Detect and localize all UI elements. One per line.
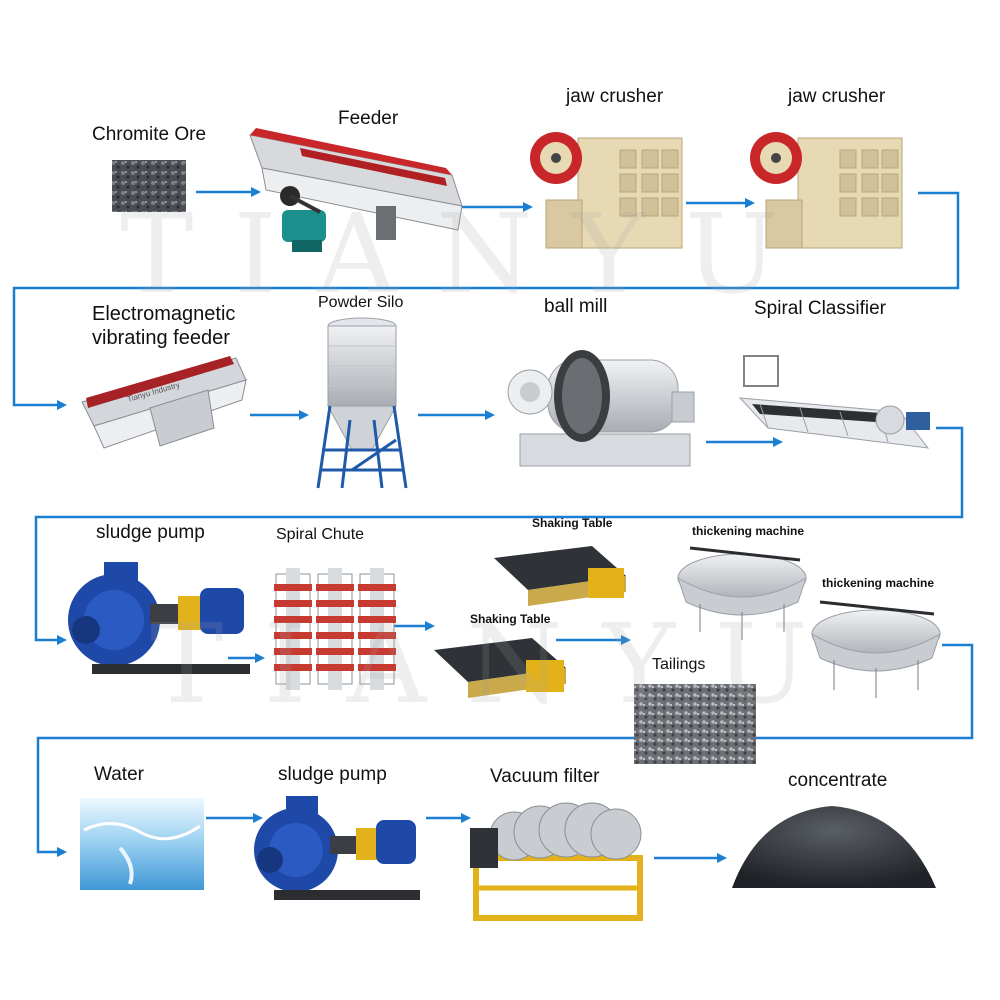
label-ball-mill: ball mill <box>544 296 608 317</box>
label-jaw-crusher-2: jaw crusher <box>788 86 886 107</box>
vacuum-filter-machine <box>470 802 643 921</box>
thickening-machine-2 <box>811 600 941 698</box>
step-arrows <box>196 187 783 863</box>
jaw-crusher-2 <box>750 132 903 249</box>
label-shaking-table-2: Shaking Table <box>470 612 551 626</box>
label-water: Water <box>94 764 144 785</box>
label-thickening-machine-2: thickening machine <box>822 576 935 590</box>
shaking-table-2 <box>434 638 566 698</box>
label-powder-silo: Powder Silo <box>318 294 404 311</box>
sludge-pump-2 <box>254 796 420 900</box>
label-sludge-pump-1: sludge pump <box>96 522 205 543</box>
flow-connectors <box>12 191 974 857</box>
shaking-table-1 <box>494 546 626 606</box>
thickening-machine-1 <box>677 546 807 640</box>
concentrate-image <box>732 806 936 888</box>
tailings-image <box>634 684 756 764</box>
label-spiral-classifier: Spiral Classifier <box>754 298 886 319</box>
spiral-classifier-machine <box>738 355 930 449</box>
sludge-pump-1 <box>68 562 250 674</box>
label-shaking-table-1: Shaking Table <box>532 516 613 530</box>
label-thickening-machine-1: thickening machine <box>692 524 805 538</box>
label-electromagnetic-vibrating-feeder: Electromagnetic vibrating feeder <box>92 303 236 349</box>
label-concentrate: concentrate <box>788 770 888 791</box>
spiral-chute-machine <box>274 568 396 690</box>
label-spiral-chute: Spiral Chute <box>276 526 365 543</box>
label-tailings: Tailings <box>652 656 706 673</box>
chromite-ore-image <box>112 160 186 212</box>
jaw-crusher-1 <box>530 132 683 249</box>
water-image <box>80 798 204 890</box>
powder-silo <box>316 317 408 489</box>
label-jaw-crusher-1: jaw crusher <box>566 86 664 107</box>
label-feeder: Feeder <box>338 108 399 129</box>
label-sludge-pump-2: sludge pump <box>278 764 387 785</box>
connector-row3-row4 <box>36 643 974 857</box>
label-chromite-ore: Chromite Ore <box>92 124 207 145</box>
vibrating-feeder-machine <box>249 128 463 252</box>
ball-mill-machine <box>507 350 695 467</box>
electromagnetic-feeder-machine: Tianyu Industry <box>81 356 247 449</box>
label-vacuum-filter: Vacuum filter <box>490 766 600 787</box>
connector-row2-row3 <box>34 426 964 645</box>
connector-row1-row2 <box>12 191 960 410</box>
